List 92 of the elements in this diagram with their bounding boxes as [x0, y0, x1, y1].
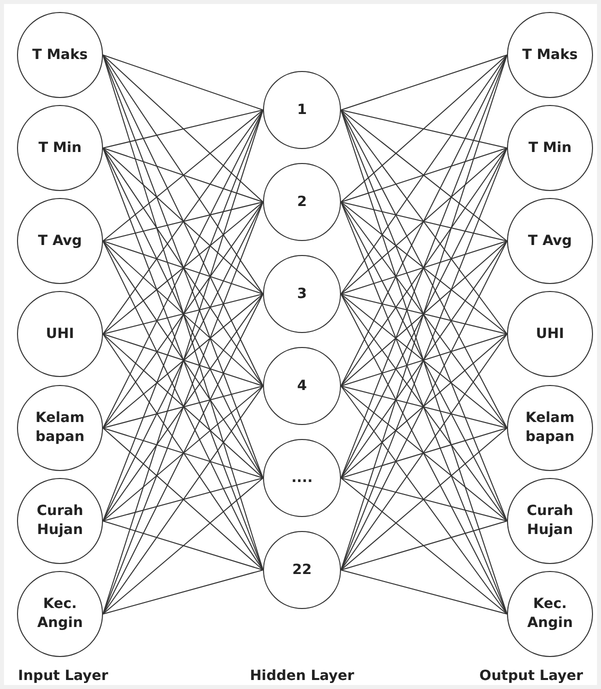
- connector-line: [340, 54, 508, 202]
- connector-line: [340, 386, 508, 522]
- node-label: Kec. Angin: [526, 595, 574, 633]
- node-label: Kelam bapan: [524, 409, 576, 447]
- connector-line: [340, 240, 508, 294]
- connector-line: [340, 110, 508, 334]
- connector-line: [340, 428, 508, 570]
- connector-line: [340, 386, 508, 428]
- node-label: Curah Hujan: [36, 502, 84, 540]
- node-label: T Min: [37, 138, 83, 158]
- connector-line: [340, 478, 508, 614]
- node-label: T Maks: [521, 46, 579, 64]
- connector-line: [102, 428, 264, 478]
- connector-line: [102, 478, 264, 614]
- connector-line: [340, 202, 508, 242]
- node-label: 4: [296, 376, 308, 396]
- connector-line: [102, 54, 264, 110]
- connector-line: [340, 334, 508, 478]
- connector-line: [102, 386, 264, 614]
- layer-label: Hidden Layer: [250, 668, 354, 684]
- connector-line: [340, 294, 508, 428]
- connector-line: [340, 148, 508, 478]
- connector-line: [102, 240, 264, 386]
- connector-line: [102, 428, 264, 570]
- connector-line: [102, 54, 264, 202]
- connector-line: [340, 334, 508, 386]
- layer-label: Output Layer: [479, 668, 583, 684]
- connector-line: [102, 54, 264, 570]
- connector-line: [340, 110, 508, 428]
- node-label: T Maks: [31, 46, 89, 64]
- connector-line: [340, 148, 508, 386]
- connector-line: [340, 294, 508, 334]
- connector-line: [340, 334, 508, 570]
- connector-line: [340, 202, 508, 428]
- connector-line: [340, 428, 508, 478]
- node-label: ....: [290, 468, 314, 488]
- connector-line: [340, 294, 508, 522]
- connector-line: [340, 54, 508, 294]
- connector-line: [102, 110, 264, 334]
- connector-line: [102, 520, 264, 570]
- connector-line: [102, 202, 264, 334]
- connector-line: [102, 202, 264, 522]
- connector-line: [340, 110, 508, 148]
- connector-line: [340, 148, 508, 202]
- connector-line: [102, 110, 264, 242]
- connector-line: [340, 110, 508, 242]
- connector-line: [340, 240, 508, 478]
- node-label: UHI: [534, 324, 566, 344]
- node-label: T Avg: [37, 232, 83, 250]
- connector-line: [102, 294, 264, 522]
- connector-line: [340, 240, 508, 386]
- connector-line: [102, 148, 264, 294]
- connector-line: [102, 148, 264, 478]
- connector-line: [340, 202, 508, 334]
- connector-line: [102, 110, 264, 614]
- connector-line: [102, 294, 264, 334]
- connector-line: [340, 54, 508, 570]
- node-label: T Avg: [527, 232, 573, 250]
- node-label: UHI: [44, 324, 76, 344]
- connector-line: [102, 334, 264, 386]
- connector-line: [102, 202, 264, 242]
- connector-line: [102, 570, 264, 614]
- connector-line: [102, 386, 264, 428]
- node-label: Curah Hujan: [526, 502, 574, 540]
- connector-line: [340, 54, 508, 110]
- connector-line: [340, 148, 508, 294]
- node-label: Kelam bapan: [34, 409, 86, 447]
- connector-line: [102, 240, 264, 478]
- node-label: Kec. Angin: [36, 595, 84, 633]
- connector-line: [102, 334, 264, 570]
- connector-line: [102, 54, 264, 294]
- connector-line: [340, 202, 508, 522]
- connector-line: [102, 478, 264, 522]
- connector-line: [102, 202, 264, 428]
- connector-line: [102, 386, 264, 522]
- node-label: 2: [296, 192, 308, 212]
- node-label: 3: [296, 284, 308, 304]
- connector-line: [102, 148, 264, 386]
- connector-line: [340, 110, 508, 614]
- node-label: 1: [296, 100, 308, 120]
- node-label: 22: [291, 560, 313, 580]
- layer-label: Input Layer: [18, 668, 108, 684]
- connector-line: [340, 478, 508, 522]
- connector-line: [102, 240, 264, 294]
- connector-line: [102, 148, 264, 202]
- connector-line: [340, 570, 508, 614]
- connector-line: [102, 110, 264, 148]
- node-label: T Min: [527, 138, 573, 158]
- connector-line: [102, 294, 264, 428]
- connector-line: [102, 334, 264, 478]
- connector-line: [340, 386, 508, 614]
- connector-line: [340, 520, 508, 570]
